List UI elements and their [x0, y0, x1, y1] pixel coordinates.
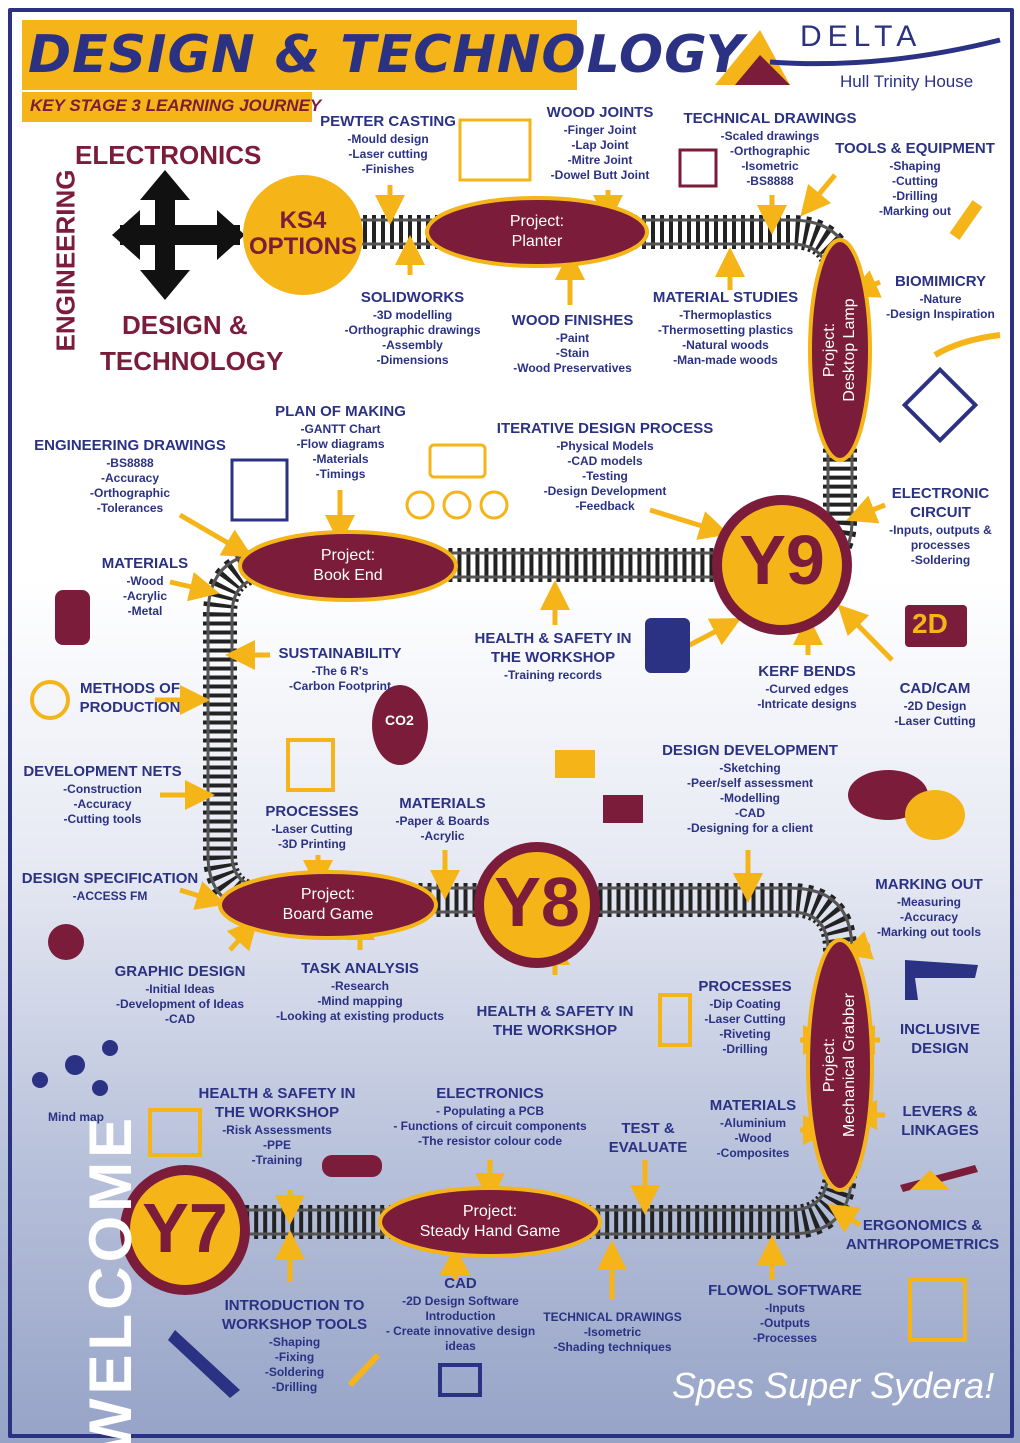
options-text: OPTIONS — [248, 233, 357, 260]
topic-tools-equipment: TOOLS & EQUIPMENT-Shaping-Cutting-Drilli… — [835, 140, 995, 218]
page-subtitle: KEY STAGE 3 LEARNING JOURNEY — [30, 96, 322, 115]
topic-iterative-design: ITERATIVE DESIGN PROCESS-Physical Models… — [496, 420, 714, 513]
topic-pewter-casting: PEWTER CASTING-Mould design-Laser cuttin… — [320, 113, 456, 176]
page-border — [8, 8, 1014, 1438]
topic-marking-out: MARKING OUT-Measuring-Accuracy-Marking o… — [875, 876, 983, 939]
topic-task-analysis: TASK ANALYSIS-Research-Mind mapping-Look… — [275, 960, 444, 1023]
topic-processes-y8: PROCESSES-Laser Cutting-3D Printing — [265, 803, 359, 851]
project-planter: Project:Planter — [509, 213, 565, 250]
page-title: DESIGN & TECHNOLOGY — [28, 25, 745, 85]
topic-flowol-software: FLOWOL SOFTWARE-Inputs-Outputs-Processes — [708, 1282, 862, 1345]
welcome-text: WELCOME — [77, 1113, 145, 1443]
topic-biomimicry: BIOMIMICRY-Nature-Design Inspiration — [886, 273, 995, 321]
topic-materials-y7: MATERIALS-Aluminium-Wood-Composites — [709, 1097, 797, 1160]
project-book-end: Project:Book End — [313, 547, 383, 584]
year-9: Y9 — [739, 521, 825, 599]
mind-map-label: Mind map — [48, 1110, 104, 1124]
route-design: DESIGN & — [122, 310, 248, 340]
topic-technical-drawings-y7: TECHNICAL DRAWINGS-Isometric-Shading tec… — [543, 1310, 682, 1354]
route-technology: TECHNOLOGY — [100, 346, 284, 376]
project-board-game: Project:Board Game — [282, 886, 374, 923]
year-7: Y7 — [142, 1189, 228, 1267]
route-engineering: ENGINEERING — [50, 169, 81, 352]
project-mechanical-grabber: Project:Mechanical Grabber — [821, 992, 858, 1138]
topic-graphic-design: GRAPHIC DESIGN-Initial Ideas-Development… — [114, 963, 246, 1026]
topic-engineering-drawings: ENGINEERING DRAWINGS-BS8888-Accuracy-Ort… — [34, 437, 226, 515]
compass-arrows-icon — [112, 170, 245, 300]
topic-materials-y9: MATERIALS-Wood-Acrylic-Metal — [101, 555, 189, 618]
co2-footprint-icon: CO2 — [385, 712, 414, 728]
topic-processes-y7: PROCESSES-Dip Coating-Laser Cutting-Rive… — [698, 978, 792, 1056]
topic-plan-of-making: PLAN OF MAKING-GANTT Chart-Flow diagrams… — [275, 403, 406, 481]
topic-design-development: DESIGN DEVELOPMENT-Sketching-Peer/self a… — [662, 742, 838, 835]
route-electronics: ELECTRONICS — [75, 140, 262, 170]
topic-test-evaluate: TEST &EVALUATE — [608, 1120, 688, 1156]
topic-wood-joints: WOOD JOINTS-Finger Joint-Lap Joint-Mitre… — [546, 104, 654, 182]
logo-name: DELTA — [800, 20, 923, 53]
topic-solidworks: SOLIDWORKS-3D modelling-Orthographic dra… — [344, 289, 481, 367]
motto-text: Spes Super Sydera! — [672, 1365, 995, 1406]
topic-sustainability: SUSTAINABILITY-The 6 R's-Carbon Footprin… — [278, 645, 402, 693]
project-desktop-lamp: Project:Desktop Lamp — [821, 298, 858, 402]
ks4-label: KS4 OPTIONS — [243, 208, 363, 260]
year-8: Y8 — [494, 863, 580, 941]
two-d-icon: 2D — [912, 608, 948, 639]
topic-kerf-bends: KERF BENDS-Curved edges-Intricate design… — [757, 663, 857, 711]
topic-cad-cam: CAD/CAM-2D Design-Laser Cutting — [894, 680, 976, 728]
topic-levers-linkages: LEVERS &LINKAGES — [901, 1103, 979, 1139]
logo-subtitle: Hull Trinity House — [840, 72, 974, 91]
topic-technical-drawings-y9: TECHNICAL DRAWINGS-Scaled drawings-Ortho… — [683, 110, 857, 188]
topic-wood-finishes: WOOD FINISHES-Paint-Stain-Wood Preservat… — [511, 312, 634, 375]
topic-design-specification: DESIGN SPECIFICATION-ACCESS FM — [21, 870, 199, 903]
topic-development-nets: DEVELOPMENT NETS-Construction-Accuracy-C… — [23, 763, 182, 826]
topic-material-studies: MATERIAL STUDIES-Thermoplastics-Thermose… — [652, 289, 799, 367]
topic-electronics-y7: ELECTRONICS- Populating a PCB- Functions… — [393, 1085, 587, 1148]
topic-ergonomics: ERGONOMICS &ANTHROPOMETRICS — [845, 1217, 1000, 1253]
ks4-text: KS4 — [279, 207, 327, 234]
project-steady-hand-game: Project:Steady Hand Game — [419, 1203, 561, 1240]
topic-materials-y8: MATERIALS-Paper & Boards-Acrylic — [395, 795, 490, 843]
